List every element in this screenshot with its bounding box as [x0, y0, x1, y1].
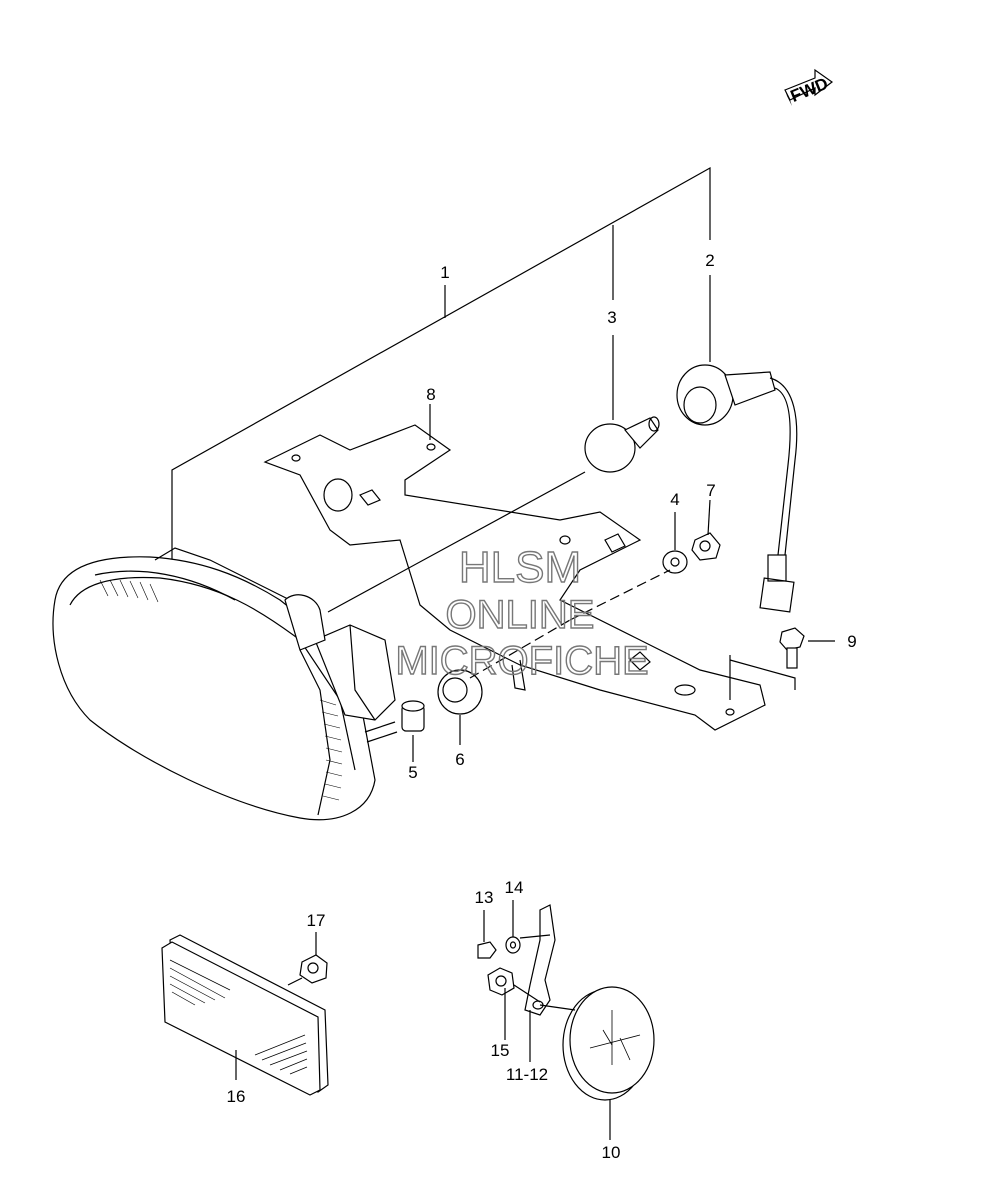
callout-10: 10 — [602, 1143, 621, 1162]
callout-1: 1 — [440, 263, 449, 282]
small-nut-part — [487, 967, 541, 1040]
bolt-part — [477, 910, 497, 959]
leader-lines — [327, 404, 835, 762]
callout-15: 15 — [491, 1041, 510, 1060]
callout-3: 3 — [607, 308, 616, 327]
assembly-bracket-lines — [171, 166, 711, 565]
watermark-line-3: MICROFICHE — [395, 639, 648, 683]
small-washer-part — [505, 900, 521, 954]
bulb-part — [584, 416, 660, 473]
callout-7: 7 — [706, 481, 715, 500]
round-lamp-part — [539, 986, 655, 1140]
collar-part — [401, 700, 425, 732]
nut-part — [691, 532, 721, 561]
callout-5: 5 — [408, 763, 417, 782]
small-bracket-part — [519, 904, 556, 1062]
callout-2: 2 — [705, 251, 714, 270]
tail-lamp-housing — [52, 547, 398, 821]
callout-16: 16 — [227, 1087, 246, 1106]
watermark-line-2: ONLINE — [446, 593, 595, 637]
reflector-nut-part — [287, 932, 328, 986]
washer-part — [662, 550, 688, 574]
watermark-line-1: HLSM — [459, 543, 581, 592]
forward-arrow-icon: FWD — [784, 68, 834, 106]
callout-4: 4 — [670, 490, 679, 509]
reflector-part — [161, 934, 329, 1096]
callout-17: 17 — [307, 911, 326, 930]
forward-arrow-label: FWD — [788, 74, 831, 106]
callout-11-12: 11-12 — [506, 1065, 548, 1084]
callout-14: 14 — [505, 878, 524, 897]
socket-harness-part — [676, 364, 798, 613]
watermark: HLSM ONLINE MICROFICHE — [395, 542, 650, 683]
callout-8: 8 — [426, 385, 435, 404]
callout-13: 13 — [475, 888, 494, 907]
callout-9: 9 — [847, 632, 856, 651]
grommet-part — [437, 669, 483, 715]
callout-labels: 1 2 3 4 5 6 7 8 9 10 11-12 13 14 15 16 1… — [227, 251, 857, 1162]
screw-part — [779, 627, 805, 669]
callout-6: 6 — [455, 750, 464, 769]
